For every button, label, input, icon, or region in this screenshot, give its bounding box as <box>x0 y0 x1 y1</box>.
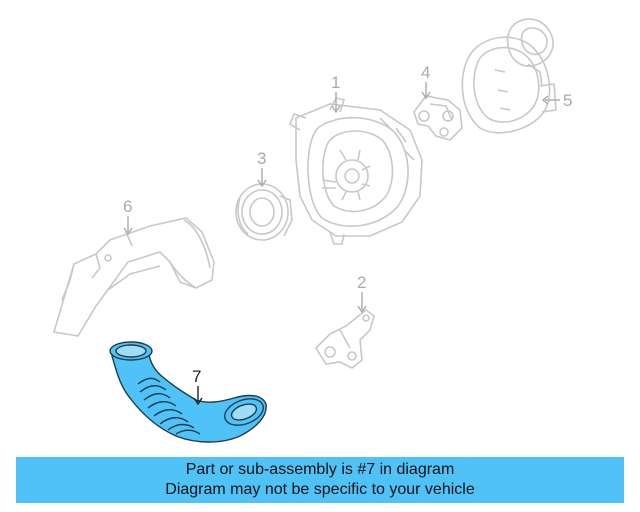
callout-2-label: 2 <box>357 273 367 292</box>
banner-line-part: Part or sub-assembly is #7 in diagram <box>185 461 455 478</box>
part-7-intake-hose[interactable] <box>109 341 267 443</box>
callout-5-label: 5 <box>563 91 573 110</box>
callout-1-label: 1 <box>331 73 341 92</box>
part-1-alternator[interactable] <box>289 97 423 245</box>
part-6-duct-bracket[interactable] <box>52 217 215 337</box>
part-4-bracket[interactable] <box>413 95 463 141</box>
callout-4-label: 4 <box>421 63 431 82</box>
callout-7-label: 7 <box>192 367 202 386</box>
callout-3-label: 3 <box>257 149 267 168</box>
banner-line-disclaimer: Diagram may not be specific to your vehi… <box>165 481 475 498</box>
parts-diagram <box>52 18 560 443</box>
callout-6-label: 6 <box>123 197 133 216</box>
part-2-mount-bracket[interactable] <box>314 308 375 369</box>
info-banner: Part or sub-assembly is #7 in diagram Di… <box>16 457 624 503</box>
part-5-housing[interactable] <box>461 18 557 134</box>
part-3-pulley[interactable] <box>235 183 293 241</box>
